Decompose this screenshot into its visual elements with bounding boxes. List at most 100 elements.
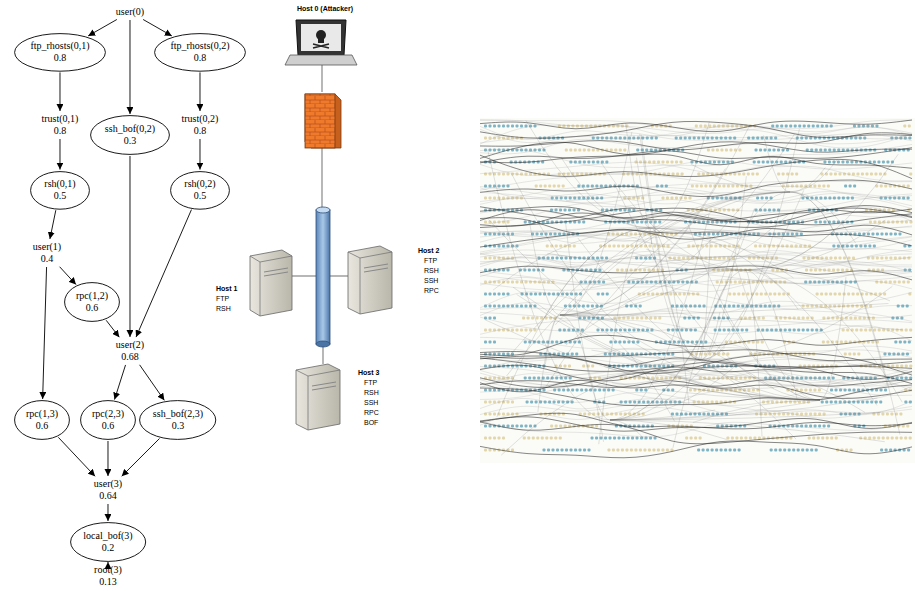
graph-dot (543, 449, 546, 452)
graph-dot (489, 329, 492, 332)
graph-dot (507, 125, 510, 128)
graph-dot (716, 149, 719, 152)
graph-dot (564, 209, 567, 212)
graph-dot (902, 281, 905, 284)
graph-dot (821, 437, 824, 440)
graph-dot (905, 377, 908, 380)
graph-dot (837, 161, 840, 164)
graph-dot (807, 125, 810, 128)
graph-dot (738, 449, 741, 452)
graph-dot (511, 401, 514, 404)
graph-dot (642, 401, 645, 404)
graph-dot (498, 281, 501, 284)
graph-dot (887, 209, 890, 212)
graph-dot (493, 413, 496, 416)
graph-dot (684, 137, 687, 140)
graph-dot (528, 377, 531, 380)
graph-dot (493, 293, 496, 296)
graph-dot (606, 293, 609, 296)
graph-dot (844, 353, 847, 356)
graph-dot (907, 257, 910, 260)
graph-dot (896, 221, 899, 224)
graph-dot (838, 257, 841, 260)
graph-dot (631, 437, 634, 440)
graph-dot (530, 293, 533, 296)
graph-dot (578, 161, 581, 164)
graph-dot (484, 389, 487, 392)
graph-dot (877, 161, 880, 164)
graph-dot (583, 161, 586, 164)
graph-dot (904, 437, 907, 440)
graph-dot (822, 341, 825, 344)
graph-dot (881, 269, 884, 272)
graph-dot (788, 329, 791, 332)
large-graph-image (480, 118, 915, 463)
graph-dot (571, 353, 574, 356)
graph-dot (824, 149, 827, 152)
graph-dot (894, 233, 897, 236)
graph-dot (669, 293, 672, 296)
graph-dot (852, 293, 855, 296)
graph-dot (760, 293, 763, 296)
graph-dot (706, 449, 709, 452)
graph-dot (849, 317, 852, 320)
graph-dot (484, 221, 487, 224)
graph-dot (746, 293, 749, 296)
graph-dot (621, 269, 624, 272)
graph-dot (754, 245, 757, 248)
graph-dot (564, 425, 567, 428)
graph-dot (793, 329, 796, 332)
graph-dot (896, 365, 899, 368)
graph-dot (798, 125, 801, 128)
graph-dot (529, 425, 532, 428)
graph-dot (829, 293, 832, 296)
graph-dot (810, 449, 813, 452)
graph-dot (844, 233, 847, 236)
graph-dot (484, 329, 487, 332)
graph-dot (825, 293, 828, 296)
graph-dot (516, 149, 519, 152)
graph-dot (489, 389, 492, 392)
graph-dot (753, 437, 756, 440)
graph-dot (697, 137, 700, 140)
graph-dot (814, 413, 817, 416)
graph-dot (484, 257, 487, 260)
graph-dot (718, 185, 721, 188)
graph-dot (804, 389, 807, 392)
graph-dot (729, 137, 732, 140)
graph-dot (582, 221, 585, 224)
graph-dot (846, 329, 849, 332)
graph-dot (588, 449, 591, 452)
graph-dot (617, 245, 620, 248)
graph-dot (720, 149, 723, 152)
graph-dot (865, 293, 868, 296)
graph-dot (493, 341, 496, 344)
graph-dot (711, 221, 714, 224)
graph-dot (574, 149, 577, 152)
graph-dot (871, 233, 874, 236)
graph-dot (528, 269, 531, 272)
graph-dot (744, 437, 747, 440)
graph-dot (882, 161, 885, 164)
graph-dot (875, 281, 878, 284)
graph-dot (708, 125, 711, 128)
graph-dot (800, 233, 803, 236)
graph-dot (551, 341, 554, 344)
graph-dot (886, 413, 889, 416)
graph-dot (759, 149, 762, 152)
graph-dot (635, 257, 638, 260)
graph-dot (556, 257, 559, 260)
graph-dot (887, 221, 890, 224)
graph-dot (827, 377, 830, 380)
graph-dot (661, 197, 664, 200)
graph-dot (850, 137, 853, 140)
graph-dot (578, 221, 581, 224)
graph-dot (801, 449, 804, 452)
graph-dot (656, 401, 659, 404)
graph-dot (694, 305, 697, 308)
graph-dot (903, 245, 906, 248)
graph-dot (631, 317, 634, 320)
graph-dot (502, 245, 505, 248)
graph-dot (802, 317, 805, 320)
graph-dot (860, 329, 863, 332)
